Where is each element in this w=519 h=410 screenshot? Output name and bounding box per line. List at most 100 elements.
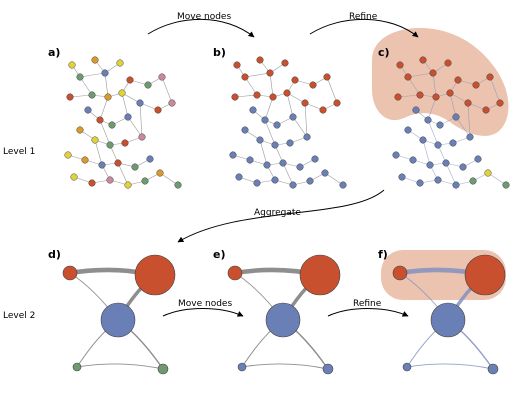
graph-node: [484, 169, 492, 177]
graph-node: [412, 106, 420, 114]
graph-node: [496, 99, 504, 107]
graph-edge: [292, 116, 308, 138]
graph-node: [126, 76, 134, 84]
graph-node: [76, 73, 84, 81]
graph-node: [138, 133, 146, 141]
graph-edge: [407, 76, 421, 96]
panel-label-a: a): [48, 46, 60, 59]
graph-node: [301, 99, 309, 107]
graph-node: [81, 156, 89, 164]
graph-node: [398, 173, 406, 181]
graph-edge: [282, 162, 294, 186]
move-nodes-label-bottom: Move nodes: [178, 299, 232, 309]
graph-node: [291, 76, 299, 84]
graph-node: [70, 173, 78, 181]
graph-node: [88, 179, 96, 187]
aggregate-node: [322, 363, 334, 375]
graph-node: [279, 159, 287, 167]
panel-label-c: c): [378, 46, 390, 59]
graph-node: [136, 99, 144, 107]
graph-panel-a: [64, 56, 182, 189]
graph-node: [404, 126, 412, 134]
graph-node: [271, 141, 279, 149]
graph-node: [154, 106, 162, 114]
aggregate-node: [134, 254, 176, 296]
graph-node: [64, 151, 72, 159]
graph-node: [106, 176, 114, 184]
graph-panel-f: [392, 254, 506, 375]
aggregate-label: Aggregate: [254, 208, 301, 218]
graph-edge: [449, 92, 457, 118]
graph-node: [459, 163, 467, 171]
graph-node: [144, 81, 152, 89]
graph-node: [88, 91, 96, 99]
graph-node: [309, 81, 317, 89]
graph-edge: [99, 119, 111, 146]
refine-label-bottom: Refine: [353, 299, 382, 309]
graph-node: [436, 121, 444, 129]
graph-node: [241, 126, 249, 134]
aggregate-node: [392, 265, 408, 281]
graph-edge: [467, 102, 471, 138]
aggregate-node: [62, 265, 78, 281]
graph-node: [416, 91, 424, 99]
graph-edge: [422, 139, 431, 166]
graph-node: [246, 156, 254, 164]
graph-edge: [161, 76, 173, 104]
refined-community-highlight-level1: [372, 28, 509, 136]
graph-node: [141, 177, 149, 185]
graph-node: [124, 181, 132, 189]
graph-panel-e: [227, 254, 341, 375]
aggregate-node: [299, 254, 341, 296]
graph-node: [419, 56, 427, 64]
graph-node: [168, 99, 176, 107]
panel-label-d: d): [48, 248, 61, 261]
graph-node: [429, 69, 437, 77]
graph-node: [339, 181, 347, 189]
graph-edge: [487, 172, 507, 186]
aggregate-edge: [76, 363, 164, 370]
graph-node: [424, 116, 432, 124]
graph-panel-d: [62, 254, 176, 375]
graph-node: [303, 133, 311, 141]
graph-node: [289, 181, 297, 189]
refine-arrow-top: [309, 18, 419, 38]
move-nodes-arrow-bottom: [162, 308, 244, 317]
graph-node: [91, 56, 99, 64]
graph-node: [296, 163, 304, 171]
graph-node: [108, 121, 116, 129]
graph-node: [454, 76, 462, 84]
graph-edge: [264, 119, 276, 146]
graph-node: [253, 179, 261, 187]
graph-node: [432, 93, 440, 101]
aggregate-edge: [406, 363, 494, 370]
graph-node: [101, 69, 109, 77]
graph-node: [449, 139, 457, 147]
graph-edge: [397, 94, 421, 98]
graph-node: [261, 116, 269, 124]
graph-node: [256, 56, 264, 64]
aggregate-node: [157, 363, 169, 375]
graph-node: [98, 161, 106, 169]
graph-node: [84, 106, 92, 114]
graph-node: [409, 156, 417, 164]
graph-node: [231, 93, 239, 101]
move-nodes-arrow-top: [147, 18, 255, 38]
graph-node: [283, 89, 291, 97]
graph-node: [444, 59, 452, 67]
graph-node: [91, 136, 99, 144]
graph-node: [233, 61, 241, 69]
graph-node: [281, 59, 289, 67]
graph-node: [442, 159, 450, 167]
graph-edge: [244, 72, 271, 78]
aggregate-arrow: [177, 189, 385, 243]
graph-node: [124, 113, 132, 121]
graph-edge: [104, 72, 109, 98]
graph-node: [394, 93, 402, 101]
panel-label-f: f): [378, 248, 388, 261]
graph-edge: [304, 102, 308, 138]
graph-edge: [99, 96, 109, 121]
graph-node: [146, 155, 154, 163]
graph-edge: [139, 102, 143, 138]
